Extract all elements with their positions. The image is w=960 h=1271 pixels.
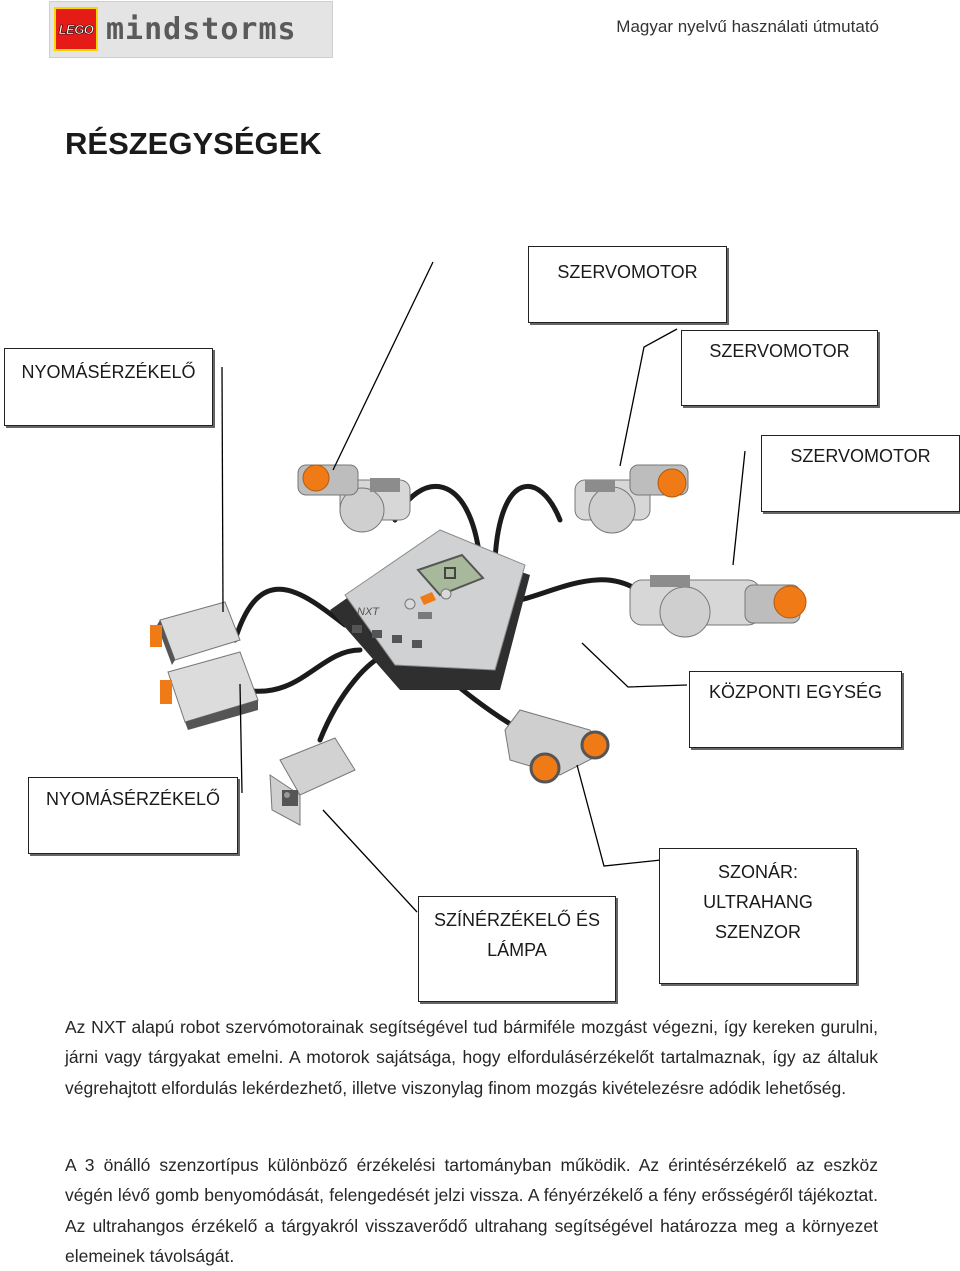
label-servo-motor-top: SZERVOMOTOR: [528, 246, 727, 323]
touch-sensor-1: [150, 601, 241, 665]
color-lamp-sensor: [269, 737, 356, 826]
mindstorms-wordmark: mindstorms: [106, 12, 297, 47]
lego-brick-logo: LEGO: [54, 7, 98, 51]
label-text-line-2: ULTRAHANG: [703, 892, 813, 912]
label-text-line-3: SZENZOR: [714, 922, 801, 942]
label-text: SZERVOMOTOR: [557, 262, 698, 282]
label-touch-sensor-bottom: NYOMÁSÉRZÉKELŐ: [28, 777, 238, 854]
label-central-unit: KÖZPONTI EGYSÉG: [689, 671, 902, 748]
nxt-components-diagram: NXT: [150, 261, 807, 913]
label-text: SZERVOMOTOR: [790, 446, 931, 466]
leader-lines: [221, 261, 746, 913]
touch-sensor-2: [160, 651, 259, 730]
label-text-line-1: SZÍNÉRZÉKELŐ ÉS: [433, 910, 601, 930]
lego-mindstorms-logo: LEGO mindstorms: [49, 1, 333, 58]
paragraph-sensors: A 3 önálló szenzortípus különböző érzéke…: [65, 1155, 878, 1266]
label-color-sensor-lamp: SZÍNÉRZÉKELŐ ÉS LÁMPA: [418, 896, 616, 1002]
label-text-line-2: LÁMPA: [487, 940, 547, 960]
ultrasonic-sensor: [504, 709, 610, 784]
page-title: RÉSZEGYSÉGEK: [65, 126, 322, 161]
label-sonar-ultrasonic-sensor: SZONÁR: ULTRAHANG SZENZOR: [659, 848, 857, 984]
label-servo-motor-right: SZERVOMOTOR: [761, 435, 960, 512]
paragraph-motors: Az NXT alapú robot szervómotorainak segí…: [65, 1017, 878, 1098]
manual-subtitle: Magyar nyelvű használati útmutató: [616, 17, 879, 36]
label-text: NYOMÁSÉRZÉKELŐ: [45, 789, 221, 809]
servo-motor-1: [297, 464, 411, 533]
label-text: NYOMÁSÉRZÉKELŐ: [21, 362, 196, 382]
label-text: SZERVOMOTOR: [709, 341, 850, 361]
label-servo-motor-middle: SZERVOMOTOR: [681, 330, 878, 406]
label-text-line-1: SZONÁR:: [717, 862, 798, 882]
lego-logo-text: LEGO: [58, 21, 94, 37]
nxt-brick-text: NXT: [357, 606, 380, 618]
nxt-brick: NXT: [330, 529, 530, 690]
label-text: KÖZPONTI EGYSÉG: [708, 682, 883, 702]
servo-motor-3: [629, 575, 807, 638]
label-touch-sensor-top: NYOMÁSÉRZÉKELŐ: [4, 348, 213, 426]
servo-motor-2: [574, 464, 689, 534]
